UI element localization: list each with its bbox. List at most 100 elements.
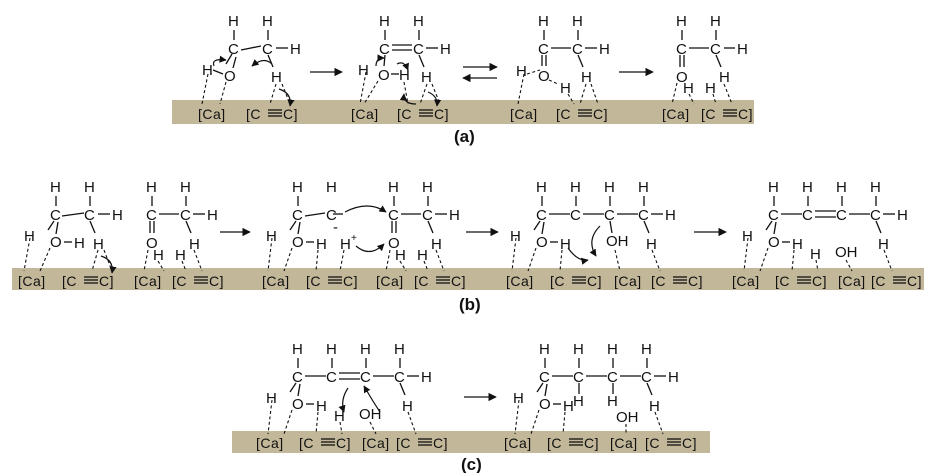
acetylide-site-left: [C [556,106,571,122]
equilibrium-arrow-icon [462,62,498,83]
atom-c: C [84,207,95,224]
atom-c: C [262,41,273,58]
atom-h: H [683,80,694,97]
panel-a-state-4: H H C C H O H H H [Ca] [C C] [662,13,753,122]
atom-c: C [607,369,618,386]
panel-a-state-1: H H C C H H O H [Ca] [C C] [198,13,301,122]
acetylide-site-right: C] [433,435,448,451]
atom-h: H [641,341,652,358]
atom-o: O [768,234,780,251]
calcium-site: [Ca] [838,273,866,289]
atom-h: H [665,207,676,224]
calcium-site: [Ca] [376,273,404,289]
atom-h: H [510,228,521,245]
triple-bond-icon [419,109,433,117]
acetylide-site-left: [C [701,106,716,122]
atom-c: C [326,207,337,224]
atom-o: O [388,235,400,252]
atom-h: H [112,207,123,224]
acetylide-site-left: [C [651,273,666,289]
panel-b-state-2: H H C C - H O H H + [Ca] [C C] H [262,179,466,289]
atom-h: H [379,13,390,30]
atom-h: H [668,369,679,386]
panel-c-state-2: H H H H C C C C H H O H H H OH H [Ca] [C… [504,341,697,451]
atom-h: H [573,341,584,358]
calcium-site: [Ca] [351,106,379,122]
atom-h: H [399,67,410,84]
atom-c: C [710,41,721,58]
atom-h: H [334,408,345,425]
acetylide-site-left: [C [62,273,77,289]
atom-h: H [878,236,889,253]
atom-h: H [646,236,657,253]
calcium-site: [Ca] [18,273,46,289]
atom-o: O [224,68,236,85]
atom-h: H [422,179,433,196]
atom-h: H [358,62,369,79]
atom-c: C [50,207,61,224]
panel-a-state-2: H H C C H H O H H [Ca] [C C] [351,13,451,122]
atom-h: H [449,207,460,224]
surface-slab-c [232,431,710,453]
calcium-site: [Ca] [732,273,760,289]
atom-h: H [326,341,337,358]
atom-h: H [189,236,200,253]
acetylide-site-right: C] [584,435,599,451]
proton-charge: + [351,233,357,244]
calcium-site: [Ca] [134,273,162,289]
atom-c: C [836,207,847,224]
panel-a-state-3: H H C C H H O H H [Ca] [C C] [510,13,610,122]
panel-b-state-4: H H H H C C C C H H O H H OH H [Ca] [C C… [732,179,922,289]
atom-h: H [810,246,821,263]
atom-h: H [271,69,282,86]
atom-o: O [676,69,688,86]
atom-h: H [563,398,574,415]
triple-bond-icon [418,438,432,446]
atom-c: C [180,207,191,224]
proton: H [340,236,351,253]
atom-h: H [538,13,549,30]
atom-h: H [266,390,277,407]
acetylide-site-right: C] [812,273,827,289]
atom-h: H [50,179,61,196]
atom-o: O [539,396,551,413]
atom-c: C [536,207,547,224]
atom-h: H [581,69,592,86]
calcium-site: [Ca] [504,435,532,451]
atom-h: H [316,398,327,415]
atom-o: O [292,396,304,413]
hydroxyl-group: OH [359,406,382,423]
atom-o: O [536,234,548,251]
atom-c: C [676,41,687,58]
atom-c: C [538,41,549,58]
acetylide-site-right: C] [209,273,224,289]
atom-c: C [326,369,337,386]
acetylide-site-right: C] [434,106,449,122]
triple-bond-icon [667,438,681,446]
panel-label-c: (c) [461,455,482,473]
calcium-site: [Ca] [362,435,390,451]
atom-h: H [792,236,803,253]
atom-h: H [572,13,583,30]
atom-h: H [292,341,303,358]
acetylide-site-right: C] [682,435,697,451]
atom-o: O [50,234,62,251]
atom-o: O [538,68,550,85]
atom-c: C [641,369,652,386]
panel-c: H H H H C C C C H H O H H OH H [Ca] [C C… [256,341,697,473]
atom-h: H [513,390,524,407]
triple-bond-icon [893,276,906,284]
atom-h: H [431,236,442,253]
atom-h: H [266,228,277,245]
atom-h: H [175,247,186,264]
atom-h: H [24,228,35,245]
calcium-site: [Ca] [614,273,642,289]
calcium-site: [Ca] [262,273,290,289]
atom-h: H [560,80,571,97]
triple-bond-icon [723,109,737,117]
atom-c: C [360,369,371,386]
atom-c: C [638,207,649,224]
panel-label-a: (a) [454,127,475,146]
acetylide-site-right: C] [587,273,602,289]
atom-h: H [607,393,618,410]
